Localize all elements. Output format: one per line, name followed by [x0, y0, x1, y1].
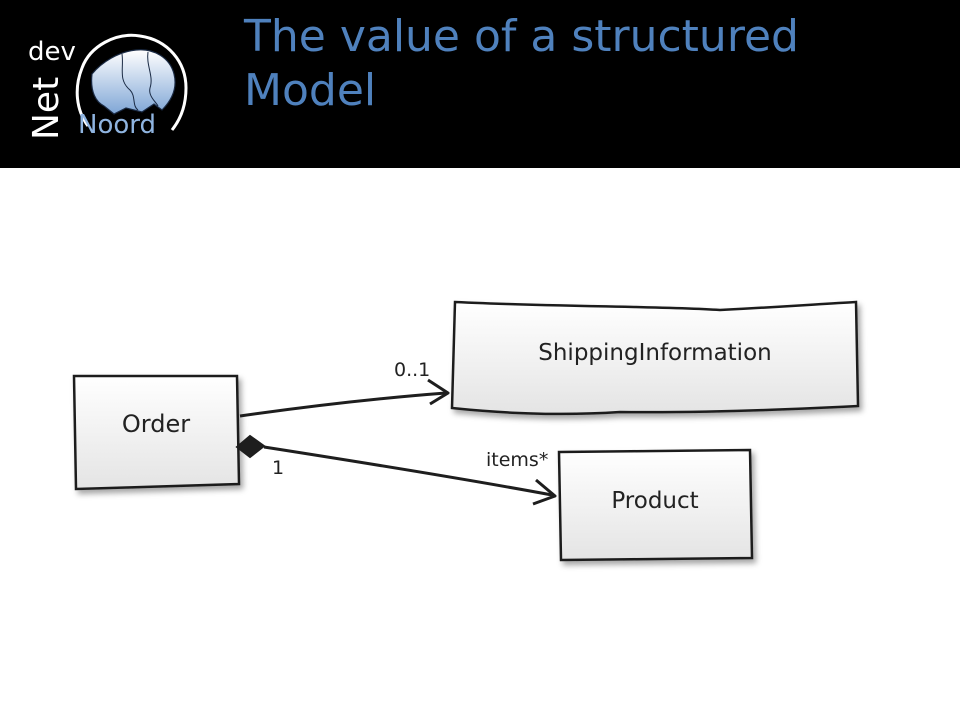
- slide-title: The value of a structured Model: [244, 11, 799, 116]
- class-shipping-information: ShippingInformation: [450, 300, 860, 416]
- open-arrowhead-icon: [427, 378, 450, 406]
- class-product-name: Product: [611, 488, 698, 514]
- devnet-noord-logo: dev Net Noord: [26, 33, 188, 140]
- association-label-items: items*: [486, 449, 548, 471]
- logo-net-text: Net: [26, 77, 67, 140]
- head-outline-icon: [75, 33, 188, 131]
- open-arrowhead-icon: [532, 478, 557, 506]
- class-order: Order: [72, 374, 241, 491]
- class-order-name: Order: [122, 410, 190, 438]
- map-icon: [91, 49, 176, 115]
- composition-diamond-icon: [235, 434, 266, 459]
- multiplicity-order-side: 1: [272, 457, 284, 479]
- header-bar: dev Net Noord The value of a structured …: [0, 0, 960, 168]
- logo-noord-text: Noord: [78, 110, 156, 140]
- uml-class-diagram: Order ShippingInformation Product 0..1 1…: [72, 300, 860, 562]
- association-order-product: 1 items*: [235, 434, 557, 506]
- association-order-shipping: 0..1: [239, 359, 450, 418]
- class-product: Product: [557, 448, 754, 562]
- multiplicity-shipping: 0..1: [394, 359, 430, 381]
- class-shipping-name: ShippingInformation: [538, 340, 771, 366]
- logo-dev-text: dev: [28, 37, 76, 67]
